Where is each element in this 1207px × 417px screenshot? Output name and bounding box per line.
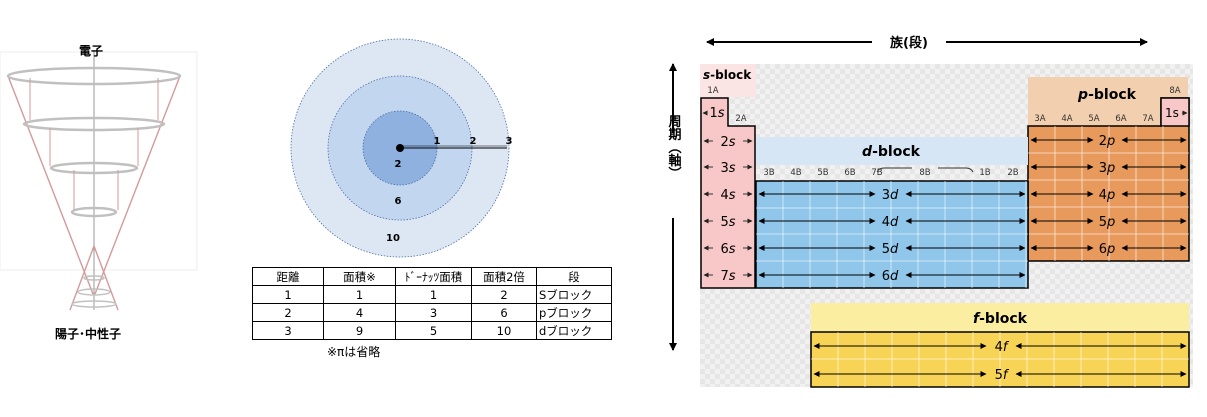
group-7b: 7B bbox=[871, 168, 882, 178]
ring-value-10: 10 bbox=[386, 233, 400, 244]
p-block-rows: 2p 3p 4p 5p 6p bbox=[1028, 126, 1189, 261]
helium-1s: 1s bbox=[1165, 106, 1179, 120]
d-block bbox=[755, 180, 1029, 289]
p-block-groups: 3A 4A 5A 6A 7A bbox=[1034, 114, 1153, 124]
orbital-5p: 5p bbox=[1099, 215, 1116, 230]
group-2a: 2A bbox=[735, 114, 746, 124]
s-block bbox=[700, 97, 756, 289]
orbital-5s: 5s bbox=[720, 215, 735, 230]
concentric-circles: 1 2 3 2 6 10 bbox=[290, 38, 513, 258]
orbital-2p: 2p bbox=[1099, 134, 1116, 149]
s-block-rows: 1s 2s 3s 4s 5s 6s 7s bbox=[702, 106, 753, 284]
orbital-4p: 4p bbox=[1099, 188, 1116, 203]
table-footnote: ※πは省略 bbox=[327, 345, 381, 359]
group-4b: 4B bbox=[790, 168, 801, 178]
f-block-rows: 4f 5f bbox=[813, 340, 1187, 383]
orbital-5d: 5d bbox=[882, 242, 899, 257]
table-row: 3 9 5 10 dブロック bbox=[252, 321, 612, 340]
table-cell: 10 bbox=[471, 321, 537, 340]
period-axis-label: 周期（軸） bbox=[666, 115, 683, 180]
s-block-header bbox=[700, 64, 756, 97]
distance-label-2: 2 bbox=[470, 136, 477, 147]
d-block-header bbox=[756, 137, 1028, 165]
orbital-3s: 3s bbox=[720, 161, 735, 176]
orbital-1s: 1s bbox=[709, 106, 724, 121]
area-table: 距離 面積※ ﾄﾞｰﾅｯﾂ面積 面積2倍 段 1 1 1 2 Sブロック 2 4… bbox=[252, 267, 612, 340]
f-block-header bbox=[811, 303, 1189, 332]
group-7a: 7A bbox=[1142, 114, 1153, 124]
orbital-4d: 4d bbox=[882, 215, 899, 230]
s-block-title: s-block bbox=[703, 68, 752, 82]
nucleus-label: 陽子･中性子 bbox=[55, 326, 121, 340]
group-8b: 8B bbox=[919, 168, 930, 178]
orbital-5f: 5f bbox=[995, 368, 1010, 383]
shell-discs bbox=[6, 66, 182, 218]
orbital-3p: 3p bbox=[1099, 161, 1116, 176]
group-2b: 2B bbox=[1007, 168, 1018, 178]
group-4a: 4A bbox=[1061, 114, 1072, 124]
orbital-6d: 6d bbox=[882, 269, 899, 284]
table-row: 1 1 1 2 Sブロック bbox=[252, 285, 612, 304]
group-1a: 1A bbox=[707, 86, 718, 96]
orbital-6p: 6p bbox=[1099, 242, 1116, 257]
group-5a: 5A bbox=[1088, 114, 1099, 124]
center-dot bbox=[396, 144, 404, 152]
table-cell: Sブロック bbox=[536, 285, 612, 304]
group-axis-label: 族(段) bbox=[890, 35, 928, 51]
d-block-rows: 3d 4d 5d 6d bbox=[758, 188, 1026, 284]
p-block-title: p-block bbox=[1077, 87, 1137, 103]
group-8b-bracket bbox=[876, 167, 974, 173]
group-6b: 6B bbox=[844, 168, 855, 178]
d-block-title: d-block bbox=[862, 144, 921, 160]
electron-cone bbox=[7, 75, 181, 295]
header-stage: 段 bbox=[536, 267, 612, 286]
d-block-grid bbox=[756, 181, 1028, 288]
ring-value-2: 2 bbox=[395, 159, 402, 170]
orbital-7s: 7s bbox=[720, 269, 735, 284]
cone-diagram: 電子 陽子･中性子 bbox=[0, 44, 198, 340]
group-3b: 3B bbox=[763, 168, 774, 178]
orbital-4f: 4f bbox=[995, 340, 1010, 355]
header-donut-area: ﾄﾞｰﾅｯﾂ面積 bbox=[395, 267, 472, 286]
table-cell: 3 bbox=[252, 321, 324, 340]
cone-frame bbox=[0, 51, 198, 271]
group-8a: 8A bbox=[1169, 86, 1180, 96]
electron-label: 電子 bbox=[79, 44, 103, 58]
group-1b: 1B bbox=[979, 168, 990, 178]
group-6a: 6A bbox=[1115, 114, 1126, 124]
nucleus-cone bbox=[69, 245, 119, 311]
group-3a: 3A bbox=[1034, 114, 1045, 124]
p-block-header bbox=[1028, 77, 1188, 126]
orbital-3d: 3d bbox=[882, 188, 899, 203]
distance-label-3: 3 bbox=[506, 136, 513, 147]
table-cell: dブロック bbox=[536, 321, 612, 340]
f-block-grid bbox=[811, 332, 1189, 387]
distance-label-1: 1 bbox=[434, 136, 441, 147]
d-block-groups: 3B 4B 5B 6B 7B 8B 1B 2B bbox=[763, 168, 1018, 178]
group-5b: 5B bbox=[817, 168, 828, 178]
f-block-title: f-block bbox=[973, 311, 1028, 327]
table-row: 2 4 3 6 pブロック bbox=[252, 303, 612, 322]
orbital-2s: 2s bbox=[720, 135, 735, 150]
orbital-4s: 4s bbox=[720, 188, 735, 203]
orbital-6s: 6s bbox=[720, 242, 735, 257]
ring-value-6: 6 bbox=[395, 196, 402, 207]
